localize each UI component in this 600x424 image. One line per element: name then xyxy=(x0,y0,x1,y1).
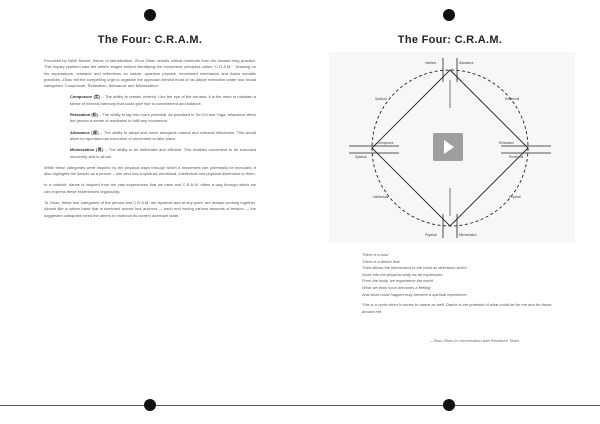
body-paragraph: In a nutshell, dance is inspired from th… xyxy=(44,182,256,194)
body-paragraph: To Zihao, these four categories of the p… xyxy=(44,200,256,218)
quote-line: There is a desire that xyxy=(362,258,400,264)
play-icon[interactable] xyxy=(433,133,463,161)
quote-credit: – Zhuo Zihao in conversation with Resear… xyxy=(430,338,520,343)
diagram-label-composure: Composure xyxy=(377,141,394,145)
principle-allowance: Allowance (顺) – The ability to adapt and… xyxy=(70,129,256,141)
quote-line: And what could happen may become a spiri… xyxy=(362,291,468,297)
diagram-label-intellect: Intellect xyxy=(425,61,436,65)
intro-paragraph: Provoked by NAW Moves' theme of identifi… xyxy=(44,58,256,89)
right-page-title: The Four: C.R.A.M. xyxy=(397,34,503,46)
diagram-corner-intellectual: Intellectual xyxy=(373,195,389,199)
quote-line: Then allows the information to the mind … xyxy=(362,265,467,271)
diagram-corner-spiritual: Spiritual xyxy=(375,97,387,101)
diagram-label-allowance: Allowance xyxy=(459,61,474,65)
page-marker-dot xyxy=(443,9,455,21)
quote-line: There is a soul xyxy=(362,252,389,257)
diagram-label-relaxation: Relaxation xyxy=(499,141,514,145)
quote-line: Goes into the physical body as an expres… xyxy=(362,271,443,277)
page-marker-dot xyxy=(443,399,455,411)
page-marker-dot xyxy=(144,399,156,411)
cram-diagram-svg: Composure Relaxation Allowance Minimizat… xyxy=(349,58,551,238)
principle-composure: Composure (定) – The ability to remain ce… xyxy=(70,94,257,106)
principle-relaxation: Relaxation (松) – The ability to tap into… xyxy=(70,112,256,124)
quote-line: From the body, we experience the world xyxy=(362,278,433,284)
footer-rule xyxy=(0,405,600,406)
quote-line: What we think soon becomes a feeling xyxy=(362,284,431,290)
body-paragraph: While these categories were inspired by … xyxy=(44,164,256,177)
diagram-corner-emotional: Emotional xyxy=(505,97,519,101)
left-page-body: Provoked by NAW Moves' theme of identifi… xyxy=(44,58,256,224)
quote-block: There is a soul There is a desire that T… xyxy=(362,252,562,315)
principle-minimization: Minimization (简) – The ability to be del… xyxy=(70,147,256,159)
diagram-label-physical: Physical xyxy=(425,233,437,237)
diagram-corner-physical: Physical xyxy=(509,195,521,199)
quote-line: This is a cycle when it comes to dance a… xyxy=(362,302,552,314)
diagram-label-minimization: Minimization xyxy=(459,233,477,237)
page-marker-dot xyxy=(144,9,156,21)
diagram-label-emotional: Emotional xyxy=(509,155,523,159)
diagram-label-spiritual: Spiritual xyxy=(355,155,367,159)
left-page-title: The Four: C.R.A.M. xyxy=(97,34,203,46)
